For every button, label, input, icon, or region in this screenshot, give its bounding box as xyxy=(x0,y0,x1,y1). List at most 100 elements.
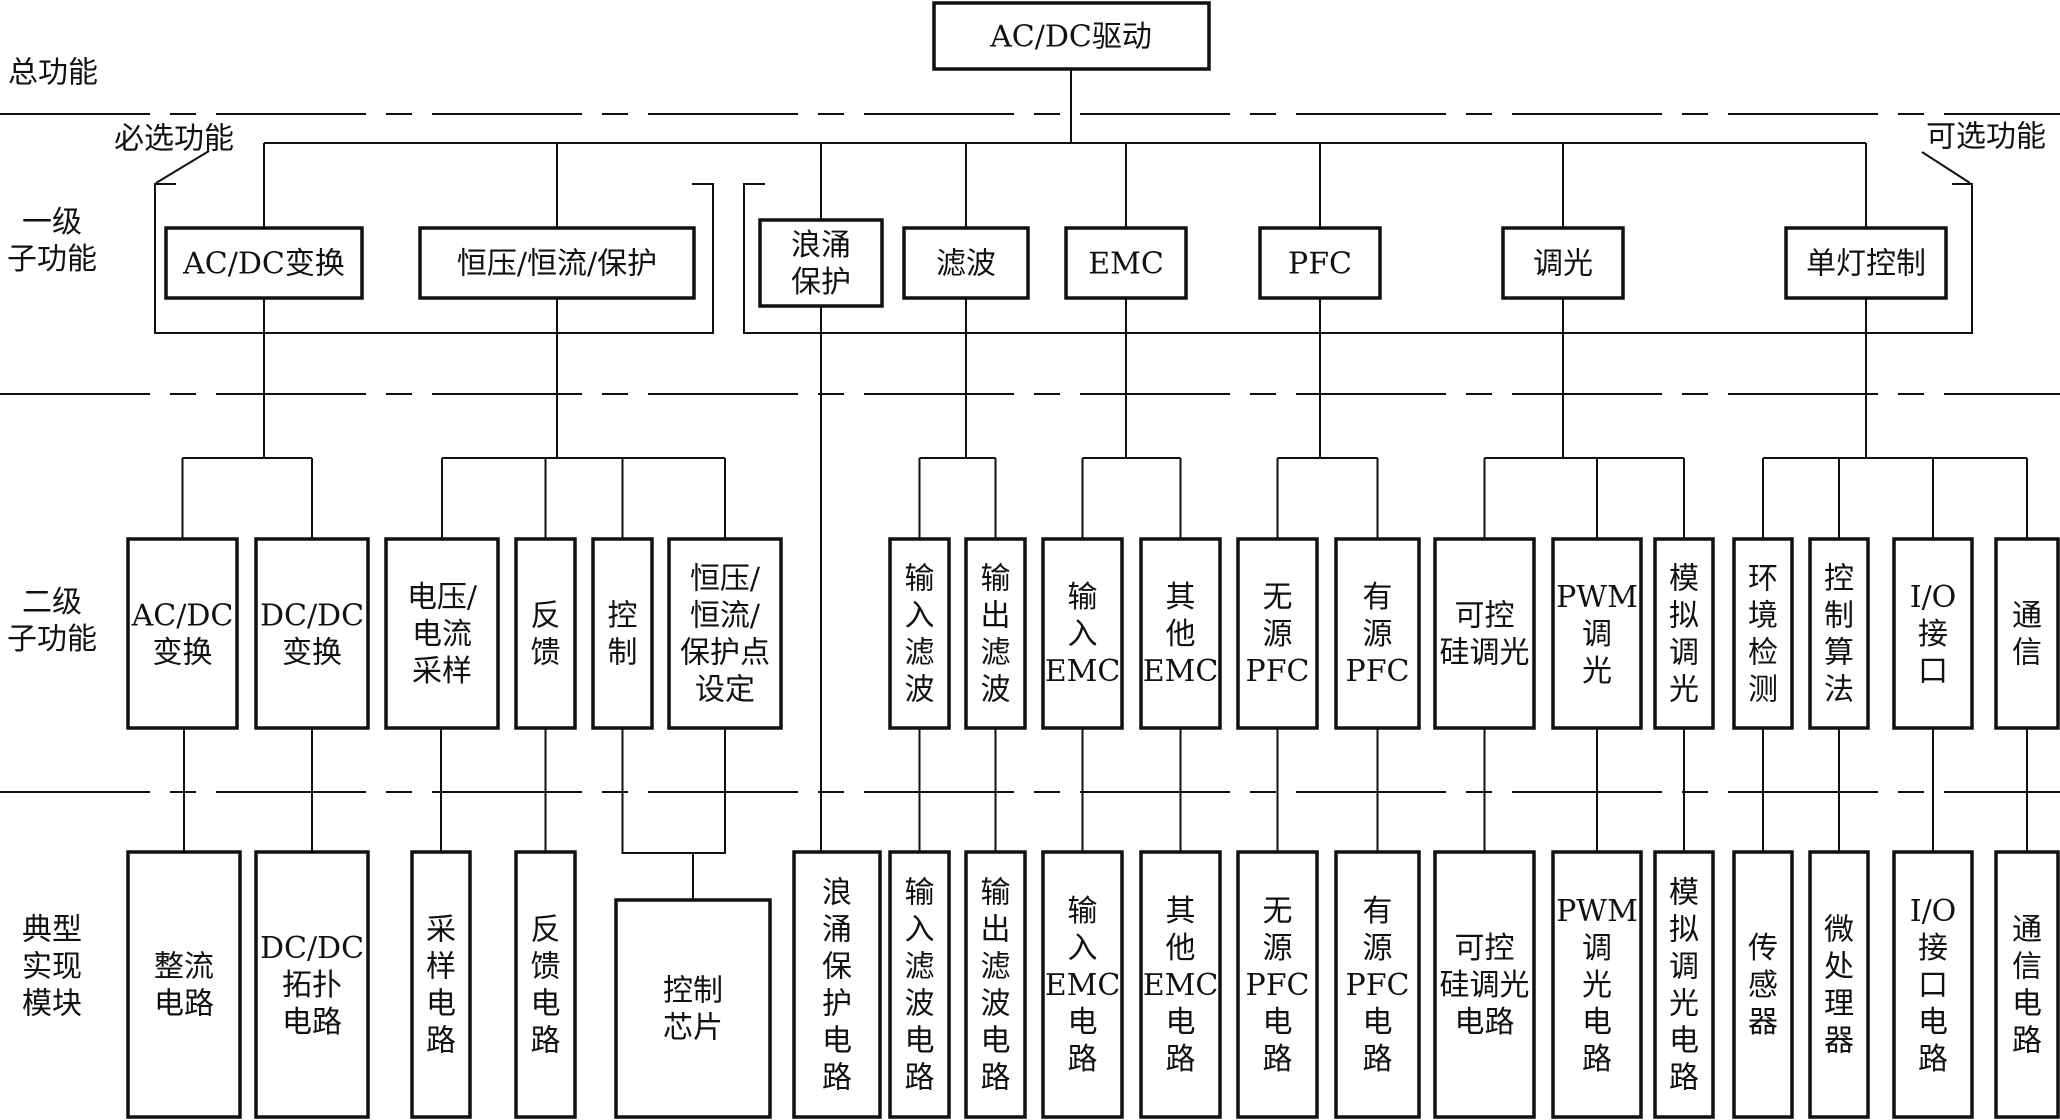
module-label-17-line: I/O xyxy=(1910,894,1957,929)
level2-box-15 xyxy=(1732,537,1794,730)
module-label-13-line: 路 xyxy=(1582,1042,1612,1077)
module-label-18-line: 信 xyxy=(2012,950,2042,985)
module-label-10-line: 源 xyxy=(1263,931,1293,966)
module-box-17 xyxy=(1892,850,1974,1119)
level2-box-0 xyxy=(126,537,239,730)
level-label-first-line: 子功能 xyxy=(7,242,97,277)
level-label-second: 二级子功能 xyxy=(7,585,97,657)
level2-box-18 xyxy=(1994,537,2060,730)
module-label-1-line: 电路 xyxy=(282,1005,342,1040)
level2-label-16-line: 算 xyxy=(1824,636,1854,671)
level2-label-9-line: 其 xyxy=(1166,580,1196,615)
module-label-15-line: 传 xyxy=(1748,931,1778,966)
level1-label-surge-line: 保护 xyxy=(791,265,851,300)
module-label-3-line: 反 xyxy=(531,913,561,948)
level2-label-1-line: 变换 xyxy=(282,636,342,671)
level2-label-8-line: EMC xyxy=(1045,654,1121,689)
level2-box-17 xyxy=(1892,537,1974,730)
level1-label-pfc-line: PFC xyxy=(1288,247,1352,282)
level2-label-10-line: 源 xyxy=(1263,617,1293,652)
level2-label-4: 控制 xyxy=(608,599,638,671)
module-label-14-line: 拟 xyxy=(1669,913,1699,948)
module-label-5-line: 电 xyxy=(822,1024,852,1059)
level2-label-15-line: 检 xyxy=(1748,636,1778,671)
level1-label-dim: 调光 xyxy=(1533,247,1593,282)
required-label-leader xyxy=(155,150,210,184)
module-label-17-line: 电 xyxy=(1918,1005,1948,1040)
module-label-16-line: 理 xyxy=(1824,987,1854,1022)
level2-label-6: 输入滤波 xyxy=(905,562,935,708)
level-label-typical-line: 典型 xyxy=(22,913,82,948)
level1-label-acdc-line: AC/DC变换 xyxy=(182,247,345,282)
level-label-second-line: 二级 xyxy=(22,585,82,620)
module-label-9-line: 他 xyxy=(1166,931,1196,966)
module-label-11-line: 源 xyxy=(1363,931,1393,966)
module-label-9-line: 电 xyxy=(1166,1005,1196,1040)
level2-label-8-line: 输 xyxy=(1068,580,1098,615)
module-label-12: 可控硅调光电路 xyxy=(1440,931,1530,1040)
level2-label-16-line: 控 xyxy=(1824,562,1854,597)
level2-label-11-line: 有 xyxy=(1363,580,1393,615)
module-label-16-line: 处 xyxy=(1824,950,1854,985)
level2-label-7: 输出滤波 xyxy=(981,562,1011,708)
module-label-0-line: 整流 xyxy=(154,950,214,985)
module-label-7: 输出滤波电路 xyxy=(981,876,1011,1096)
level2-label-5-line: 恒流/ xyxy=(690,599,761,634)
level2-label-14-line: 调 xyxy=(1669,636,1699,671)
level1-box-surge xyxy=(758,218,884,308)
level1-box-dim xyxy=(1501,226,1625,300)
level2-label-14-line: 模 xyxy=(1669,562,1699,597)
module-label-10-line: 无 xyxy=(1263,894,1293,929)
level-label-typical-line: 实现 xyxy=(22,950,82,985)
level2-label-9-line: 他 xyxy=(1166,617,1196,652)
module-label-10-line: 电 xyxy=(1263,1005,1293,1040)
level2-label-17-line: 口 xyxy=(1918,654,1948,689)
module-label-7-line: 出 xyxy=(981,913,1011,948)
module-label-10-line: PFC xyxy=(1246,968,1310,1003)
module-label-15-line: 感 xyxy=(1748,968,1778,1003)
module-label-17-line: 接 xyxy=(1918,931,1948,966)
module-label-2-line: 电 xyxy=(426,987,456,1022)
level1-label-emc: EMC xyxy=(1088,247,1164,282)
required-functions-label: 必选功能 xyxy=(114,122,234,157)
level2-label-2-line: 电流 xyxy=(412,617,472,652)
module-label-11-line: 电 xyxy=(1363,1005,1393,1040)
module-label-14: 模拟调光电路 xyxy=(1669,876,1699,1096)
module-label-13-line: PWM xyxy=(1556,894,1638,929)
level2-label-12-line: 硅调光 xyxy=(1440,636,1530,671)
level2-label-10-line: PFC xyxy=(1246,654,1310,689)
level2-label-7-line: 波 xyxy=(981,673,1011,708)
level-label-typical: 典型实现模块 xyxy=(22,913,82,1022)
module-label-8-line: 入 xyxy=(1068,931,1098,966)
level1-label-filter-line: 滤波 xyxy=(936,247,996,282)
module-box-7 xyxy=(964,850,1027,1119)
module-label-6-line: 路 xyxy=(905,1061,935,1096)
level2-label-13-line: 光 xyxy=(1582,654,1612,689)
level2-box-14 xyxy=(1653,537,1715,730)
level2-label-2-line: 电压/ xyxy=(407,580,478,615)
level2-label-16: 控制算法 xyxy=(1824,562,1854,708)
level2-label-14-line: 光 xyxy=(1669,673,1699,708)
level2-label-13-line: PWM xyxy=(1556,580,1638,615)
level1-box-filter xyxy=(902,226,1030,300)
module-label-7-line: 输 xyxy=(981,876,1011,911)
level1-box-cvcc xyxy=(418,226,696,300)
level2-label-17-line: I/O xyxy=(1910,580,1957,615)
level-label-first: 一级子功能 xyxy=(7,205,97,277)
level1-label-pfc: PFC xyxy=(1288,247,1352,282)
level-label-first-line: 一级 xyxy=(22,205,82,240)
module-label-11-line: PFC xyxy=(1346,968,1410,1003)
module-label-18-line: 电 xyxy=(2012,987,2042,1022)
module-label-0: 整流电路 xyxy=(154,950,214,1022)
level-separators xyxy=(0,113,2060,793)
module-label-14-line: 模 xyxy=(1669,876,1699,911)
level2-box-7 xyxy=(964,537,1027,730)
level2-box-16 xyxy=(1808,537,1870,730)
module-label-16: 微处理器 xyxy=(1824,913,1854,1059)
